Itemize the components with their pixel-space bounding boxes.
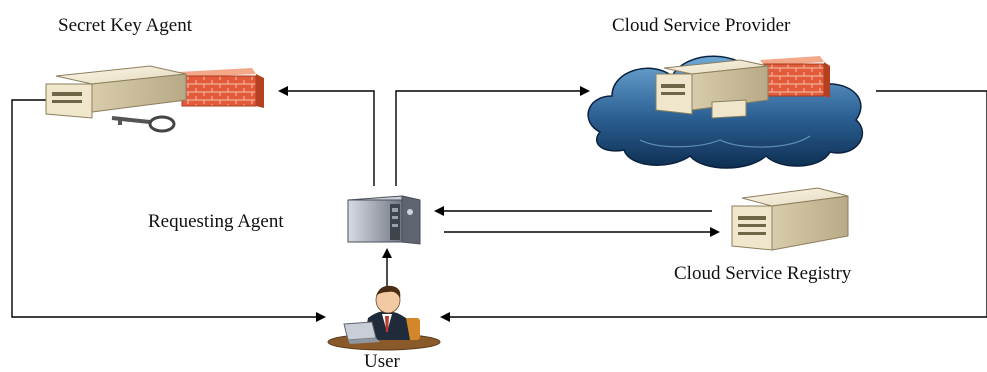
secret-key-agent-icon <box>45 65 264 133</box>
secret-key-agent-label: Secret Key Agent <box>58 15 193 36</box>
cloud-service-provider-label: Cloud Service Provider <box>612 15 791 36</box>
arrow-agent-to-secret-key-agent <box>278 86 375 186</box>
server-icon <box>655 59 769 119</box>
requesting-agent-label: Requesting Agent <box>148 211 284 232</box>
arrow-agent-to-cloud-provider <box>395 86 590 186</box>
connectors <box>11 86 987 322</box>
arrow-cloud-provider-to-user <box>440 90 987 322</box>
user-label: User <box>364 351 400 372</box>
user-icon <box>327 285 441 351</box>
firewall-icon <box>760 56 830 98</box>
requesting-agent-icon <box>347 195 421 245</box>
cloud-service-registry-label: Cloud Service Registry <box>674 263 852 284</box>
firewall-icon <box>178 68 264 108</box>
cloud-service-registry-icon <box>731 187 849 251</box>
key-icon <box>111 115 176 133</box>
cloud-service-provider-icon <box>587 55 863 169</box>
arrow-secret-key-agent-to-user <box>11 99 326 322</box>
